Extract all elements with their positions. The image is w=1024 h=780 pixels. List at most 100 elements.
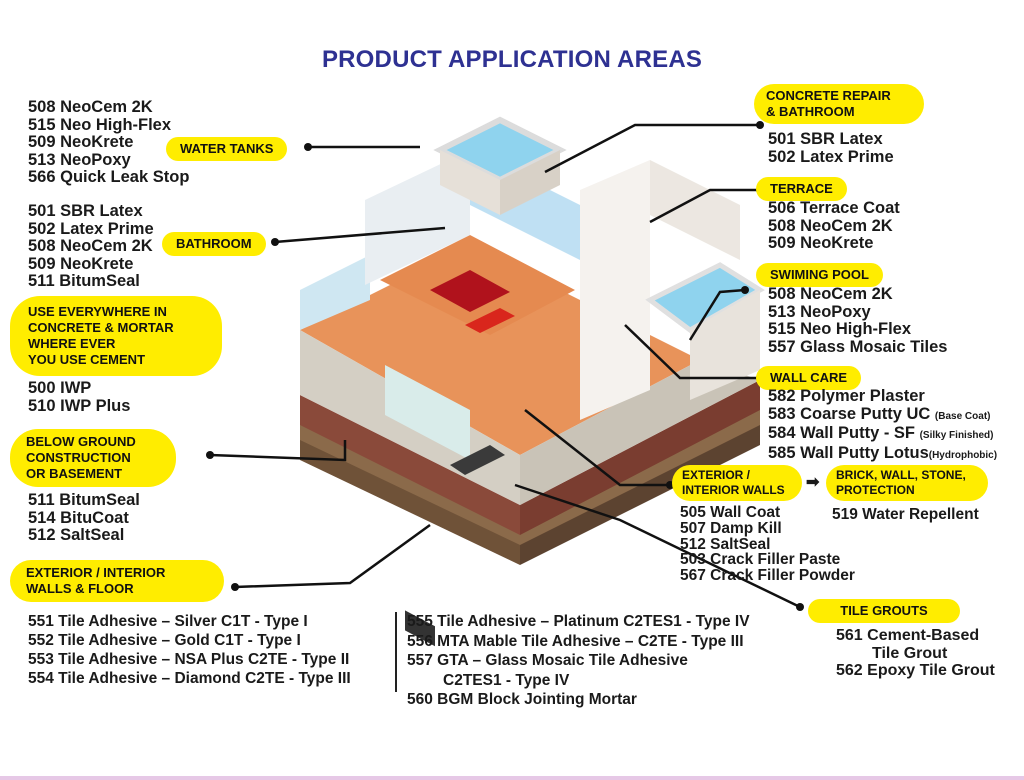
list-item: 519 Water Repellent: [832, 506, 979, 523]
label-line: WALLS & FLOOR: [26, 581, 134, 596]
product-name: 583 Coarse Putty UC: [768, 404, 935, 423]
use-everywhere-label: USE EVERYWHERE IN CONCRETE & MORTAR WHER…: [10, 296, 222, 376]
list-item: 554 Tile Adhesive – Diamond C2TE - Type …: [28, 670, 351, 687]
list-item: 561 Cement-Based: [836, 627, 980, 644]
list-item: 511 BitumSeal: [28, 272, 140, 290]
list-item: 556 MTA Mable Tile Adhesive – C2TE - Typ…: [407, 632, 744, 650]
terrace-wall: [580, 160, 650, 420]
living-room-wall: [385, 365, 470, 460]
list-item: 514 BituCoat: [28, 508, 129, 527]
list-item: 557 Glass Mosaic Tiles: [768, 337, 948, 356]
swimming-pool-products: 508 NeoCem 2K 513 NeoPoxy 515 Neo High-F…: [768, 285, 948, 356]
list-item: 509 NeoKrete: [768, 234, 874, 252]
list-item: 584 Wall Putty - SF (Silky Finished): [768, 424, 997, 445]
brick-wall-label: BRICK, WALL, STONE, PROTECTION: [826, 465, 988, 501]
tile-grouts-label: TILE GROUTS: [808, 599, 960, 623]
list-item: 507 Damp Kill: [680, 519, 782, 537]
below-ground-products: 511 BitumSeal 514 BituCoat 512 SaltSeal: [28, 491, 140, 545]
label-line: YOU USE CEMENT: [28, 352, 146, 367]
terrace-label: TERRACE: [756, 177, 847, 201]
product-name: 584 Wall Putty - SF: [768, 424, 920, 442]
product-note: (Hydrophobic): [928, 449, 998, 461]
water-tanks-label: WATER TANKS: [166, 137, 288, 161]
list-item: 508 NeoCem 2K: [28, 237, 153, 255]
label-line: PROTECTION: [836, 483, 915, 497]
wall-care-products: 582 Polymer Plaster 583 Coarse Putty UC …: [768, 387, 998, 465]
list-item: 503 Crack Filler Paste: [680, 551, 841, 569]
product-note: (Silky Finished): [919, 430, 994, 441]
label-line: EXTERIOR /: [682, 468, 751, 482]
list-item: 510 IWP Plus: [28, 396, 131, 415]
label-line: USE EVERYWHERE IN: [28, 304, 167, 319]
ext-int-walls-label: EXTERIOR / INTERIOR WALLS: [672, 465, 802, 501]
label-line: CONSTRUCTION: [26, 450, 131, 465]
label-line: OR BASEMENT: [26, 466, 123, 481]
list-item: 553 Tile Adhesive – NSA Plus C2TE - Type…: [28, 651, 350, 668]
sofa: [465, 308, 515, 333]
couch: [450, 445, 505, 475]
list-item: 501 SBR Latex: [28, 202, 143, 220]
list-item: 583 Coarse Putty UC (Base Coat): [768, 404, 997, 426]
product-name: 582 Polymer Plaster: [768, 387, 925, 405]
list-item: 515 Neo High-Flex: [768, 320, 912, 338]
floor-products-left: 551 Tile Adhesive – Silver C1T - Type I …: [28, 612, 351, 688]
list-item: 552 Tile Adhesive – Gold C1T - Type I: [28, 632, 301, 649]
list-item: 551 Tile Adhesive – Silver C1T - Type I: [28, 613, 308, 630]
list-item: 501 SBR Latex: [768, 130, 883, 148]
list-item: 502 Latex Prime: [28, 219, 154, 238]
wall-care-label: WALL CARE: [756, 366, 862, 390]
label-line: CONCRETE & MORTAR: [28, 320, 174, 335]
bed: [430, 270, 510, 312]
list-item: 557 GTA – Glass Mosaic Tile Adhesive: [407, 652, 688, 669]
list-item: 582 Polymer Plaster: [768, 387, 997, 406]
list-item: 513 NeoPoxy: [768, 302, 871, 321]
ext-walls-products: 505 Wall Coat 507 Damp Kill 512 SaltSeal…: [680, 505, 855, 584]
list-item: 512 SaltSeal: [680, 535, 771, 553]
list-item: Tile Grout: [872, 644, 948, 662]
tile-grouts-products: 561 Cement-Based Tile Grout 562 Epoxy Ti…: [836, 627, 995, 680]
list-item: 508 NeoCem 2K: [768, 216, 893, 235]
brick-wall-products: 519 Water Repellent: [832, 506, 979, 524]
list-item: 515 Neo High-Flex: [28, 115, 172, 134]
label-line: & BATHROOM: [766, 104, 855, 119]
bottom-border: [0, 776, 1024, 780]
ext-int-floor-label: EXTERIOR / INTERIOR WALLS & FLOOR: [10, 560, 224, 602]
list-item: 512 SaltSeal: [28, 526, 125, 544]
label-line: WHERE EVER: [28, 336, 116, 351]
list-item: 562 Epoxy Tile Grout: [836, 662, 995, 679]
bathroom-label: BATHROOM: [162, 232, 266, 256]
list-item: 585 Wall Putty Lotus(Hydrophobic): [768, 443, 998, 465]
brick-wall: [300, 395, 520, 535]
use-everywhere-products: 500 IWP 510 IWP Plus: [28, 379, 131, 415]
list-item: 502 Latex Prime: [768, 147, 894, 166]
terrace-products: 506 Terrace Coat 508 NeoCem 2K 509 NeoKr…: [768, 199, 900, 253]
floor-products-right: 555 Tile Adhesive – Platinum C2TES1 - Ty…: [407, 612, 750, 710]
list-item: 506 Terrace Coat: [768, 199, 900, 217]
product-note: (Base Coat): [934, 410, 991, 422]
list-item: 508 NeoCem 2K: [768, 285, 893, 303]
list-item: 508 NeoCem 2K: [28, 98, 153, 116]
label-line: BELOW GROUND: [26, 434, 136, 449]
water-tanks-products: 508 NeoCem 2K 515 Neo High-Flex 509 NeoK…: [28, 98, 190, 187]
arrow-right-icon: ➡: [806, 474, 820, 491]
list-item: 567 Crack Filler Powder: [680, 567, 855, 585]
concrete-repair-products: 501 SBR Latex 502 Latex Prime: [768, 130, 894, 166]
list-item: 500 IWP: [28, 379, 92, 397]
label-line: CONCRETE REPAIR: [766, 88, 891, 103]
below-ground-label: BELOW GROUND CONSTRUCTION OR BASEMENT: [10, 429, 176, 487]
list-item: 511 BitumSeal: [28, 491, 140, 509]
concrete-repair-label: CONCRETE REPAIR & BATHROOM: [754, 84, 924, 124]
label-line: EXTERIOR / INTERIOR: [26, 565, 166, 580]
page-title: PRODUCT APPLICATION AREAS: [321, 46, 703, 73]
column-divider: [395, 612, 397, 692]
label-line: INTERIOR WALLS: [682, 483, 785, 497]
swimming-pool-label: SWIMING POOL: [756, 263, 883, 287]
list-item: 509 NeoKrete: [28, 254, 134, 273]
label-line: BRICK, WALL, STONE,: [836, 468, 966, 482]
list-item: 566 Quick Leak Stop: [28, 168, 190, 186]
left-room-wall: [300, 255, 370, 330]
product-name: 585 Wall Putty Lotus: [768, 443, 929, 462]
list-item: 560 BGM Block Jointing Mortar: [407, 691, 637, 708]
list-item: 509 NeoKrete: [28, 133, 134, 151]
list-item: 505 Wall Coat: [680, 504, 781, 521]
